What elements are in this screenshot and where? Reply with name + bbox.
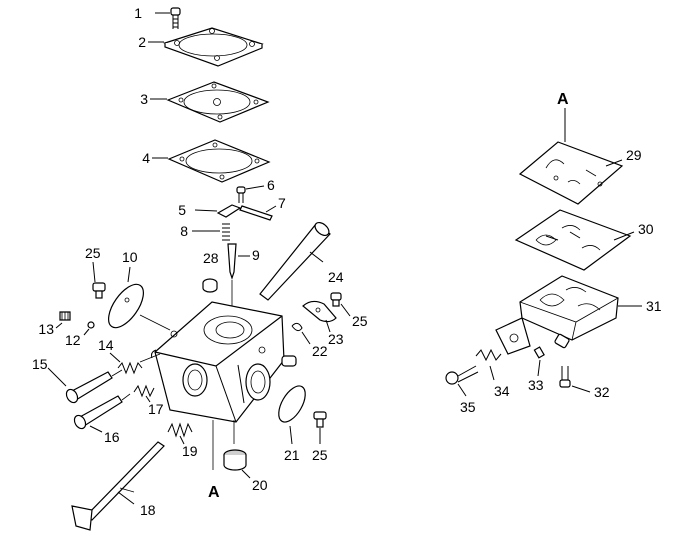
label-32: 32 (594, 384, 610, 400)
label-24: 24 (328, 269, 344, 285)
part-25-screw-right (330, 292, 351, 317)
label-13: 13 (38, 321, 54, 337)
label-5: 5 (178, 202, 186, 218)
label-16: 16 (104, 429, 120, 445)
carburetor-body (151, 301, 297, 470)
label-34: 34 (494, 383, 510, 399)
part-4-gasket (152, 139, 271, 183)
part-21-disc (278, 385, 306, 445)
label-2: 2 (138, 34, 146, 50)
part-12-ball (83, 321, 95, 336)
part-30-gasket (514, 209, 635, 271)
part-18-choke-shaft (71, 441, 165, 531)
part-8-spring (192, 223, 230, 241)
part-32-screw (559, 366, 591, 393)
part-20-filter (223, 449, 251, 479)
label-29: 29 (626, 147, 642, 163)
part-34-spring (475, 348, 502, 381)
label-19: 19 (182, 443, 198, 459)
part-15-adjust-screw (47, 367, 123, 404)
label-18: 18 (140, 502, 156, 518)
label-3: 3 (140, 91, 148, 107)
part-17-spring (133, 384, 155, 403)
label-9: 9 (252, 247, 260, 263)
part-7-pin (239, 205, 277, 221)
label-30: 30 (638, 221, 654, 237)
label-14: 14 (98, 337, 114, 353)
part-23-lever (302, 300, 337, 333)
part-16-adjust-screw (73, 393, 131, 433)
label-ref-a-bottom: A (208, 484, 220, 501)
part-24-shaft (259, 221, 331, 301)
label-20: 20 (252, 477, 268, 493)
label-31: 31 (646, 298, 662, 314)
label-35: 35 (460, 399, 476, 415)
part-35-screw (445, 365, 479, 397)
part-33-pin (533, 346, 545, 377)
part-31-pump-body (495, 275, 642, 355)
label-15: 15 (32, 356, 48, 372)
part-6-screw (236, 185, 265, 203)
part-28-plug (202, 278, 218, 293)
label-25a: 25 (85, 245, 101, 261)
part-3-diaphragm (150, 81, 270, 123)
part-13-plug (55, 311, 71, 329)
label-ref-a-top: A (557, 91, 569, 108)
part-2-cover (148, 27, 264, 67)
part-29-gasket (518, 108, 624, 205)
label-23: 23 (328, 331, 344, 347)
part-22-clip (291, 322, 311, 345)
label-10: 10 (122, 249, 138, 265)
part-1-screw (155, 7, 181, 29)
label-25c: 25 (312, 447, 328, 463)
label-33: 33 (528, 377, 544, 393)
part-25-screw-left (92, 261, 106, 299)
label-21: 21 (284, 447, 300, 463)
label-25b: 25 (352, 313, 368, 329)
label-4: 4 (142, 150, 150, 166)
part-10-disc (108, 266, 171, 331)
part-25-screw-bottom (313, 411, 327, 444)
part-9-needle (227, 243, 250, 322)
label-6: 6 (267, 177, 275, 193)
label-12: 12 (65, 332, 81, 348)
part-19-spring (167, 422, 193, 445)
label-1: 1 (134, 5, 142, 21)
part-5-lever (194, 204, 242, 218)
label-22: 22 (312, 343, 328, 359)
label-28: 28 (203, 250, 219, 266)
label-8: 8 (180, 223, 188, 239)
part-14-spring (109, 352, 161, 375)
part-labels: 1 2 3 4 5 6 7 8 9 10 25 28 24 25 23 22 1… (32, 5, 662, 518)
label-17: 17 (148, 401, 164, 417)
label-7: 7 (278, 195, 286, 211)
